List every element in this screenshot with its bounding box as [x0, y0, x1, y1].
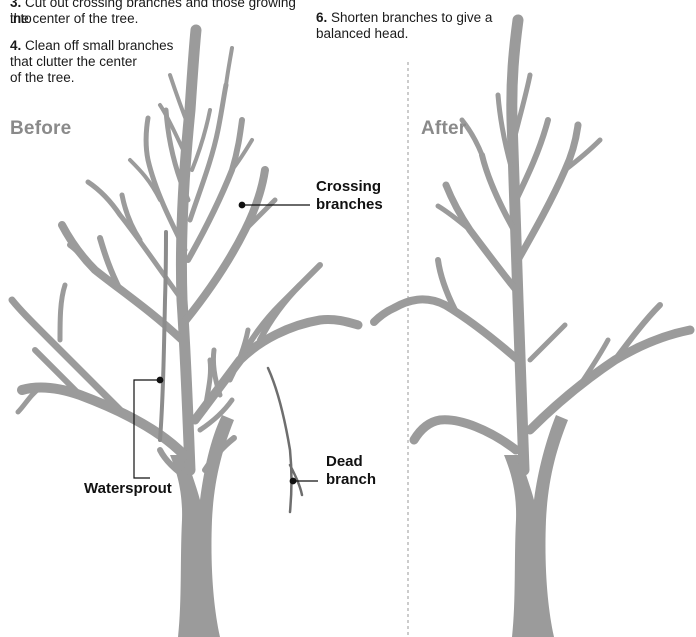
dead-label-line-1: Dead	[326, 453, 376, 471]
after-heading: After	[421, 118, 466, 140]
dead-branch-shape	[268, 368, 302, 512]
crossing-label-line-2: branches	[316, 196, 383, 214]
crossing-label-line-1: Crossing	[316, 178, 383, 196]
step-4-line-3: of the tree.	[10, 70, 75, 86]
before-heading: Before	[10, 118, 71, 140]
step-4-line-2: that clutter the center	[10, 54, 137, 70]
step-6-text: Shorten branches to give a	[331, 10, 492, 25]
watersprout-shoot	[160, 232, 166, 440]
watersprout-label: Watersprout	[84, 480, 172, 498]
step-3-number: 3.	[10, 0, 21, 10]
dead-branch-label: Dead branch	[326, 453, 376, 489]
step-6: 6. Shorten branches to give a	[316, 10, 516, 26]
step-4-number: 4.	[10, 38, 21, 53]
step-3-continued: the center of the tree.	[10, 11, 138, 27]
after-tree	[374, 20, 690, 637]
crossing-branches-label: Crossing branches	[316, 178, 383, 214]
step-6-line-2: balanced head.	[316, 26, 408, 42]
dead-label-line-2: branch	[326, 471, 376, 489]
step-6-number: 6.	[316, 10, 327, 25]
step-4: 4. Clean off small branches	[10, 38, 210, 54]
step-4-text: Clean off small branches	[25, 38, 173, 53]
